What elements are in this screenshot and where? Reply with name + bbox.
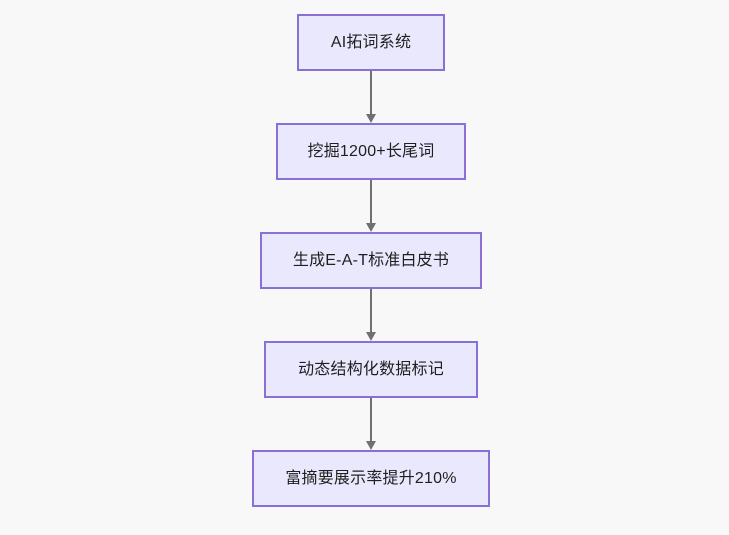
arrow-down-icon	[366, 114, 376, 123]
flowchart-edge	[364, 398, 378, 450]
flowchart-node[interactable]: 生成E-A-T标准白皮书	[260, 232, 482, 289]
flowchart-node-label: 挖掘1200+长尾词	[307, 142, 435, 160]
flowchart-edge	[364, 71, 378, 123]
flowchart-node-label: 生成E-A-T标准白皮书	[292, 251, 450, 269]
arrow-down-icon	[366, 223, 376, 232]
flowchart-edge	[364, 289, 378, 341]
edge-line	[370, 71, 372, 115]
flowchart-node-label: AI拓词系统	[330, 33, 412, 51]
arrow-down-icon	[366, 332, 376, 341]
flowchart-node[interactable]: 动态结构化数据标记	[264, 341, 478, 398]
flowchart-node-label: 动态结构化数据标记	[298, 360, 444, 378]
edge-line	[370, 289, 372, 333]
flowchart-node-label: 富摘要展示率提升210%	[285, 469, 457, 487]
flowchart-node[interactable]: AI拓词系统	[297, 14, 445, 71]
edge-line	[370, 180, 372, 224]
arrow-down-icon	[366, 441, 376, 450]
edge-line	[370, 398, 372, 442]
flowchart-node[interactable]: 富摘要展示率提升210%	[252, 450, 490, 507]
flowchart-edge	[364, 180, 378, 232]
flowchart-node[interactable]: 挖掘1200+长尾词	[276, 123, 466, 180]
